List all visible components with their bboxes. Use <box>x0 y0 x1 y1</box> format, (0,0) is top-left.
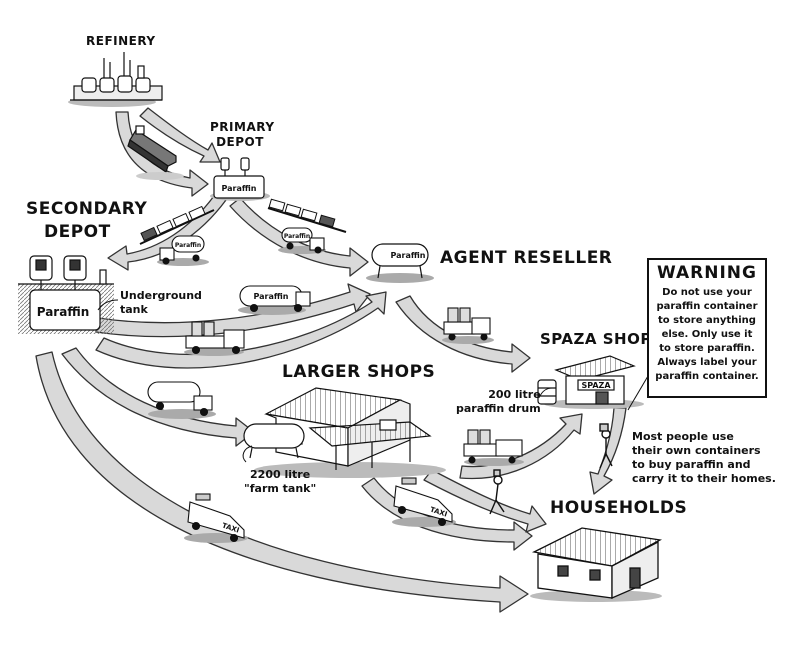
label-primary-depot: PRIMARY DEPOT <box>210 120 275 150</box>
note-households-line4: carry it to their homes. <box>632 472 776 485</box>
secondary-tank-label: Paraffin <box>37 305 90 319</box>
train-right <box>267 198 347 233</box>
bakkie-agent <box>442 307 494 344</box>
secondary-depot-illustration <box>18 255 114 334</box>
truck-2-label: Paraffin <box>284 233 310 240</box>
warning-line-4: else. Only use it <box>661 329 753 340</box>
label-spaza-shops: SPAZA SHOPS <box>540 330 664 348</box>
note-drum-line2: paraffin drum <box>456 402 541 415</box>
note-underground-tank: Underground tank <box>120 289 202 317</box>
arrow-agent-spaza <box>395 295 531 373</box>
label-agent-reseller: AGENT RESELLER <box>440 248 613 268</box>
leader-lines <box>97 299 649 463</box>
note-households-line1: Most people use <box>632 430 734 443</box>
label-secondary-depot-line2: DEPOT <box>44 222 111 242</box>
warning-text: Do not use your paraffin container to st… <box>649 286 765 384</box>
agent-tank-illustration <box>366 243 434 283</box>
label-refinery: REFINERY <box>86 34 156 48</box>
arrow-primary-agent <box>229 197 369 277</box>
refinery-illustration <box>68 52 163 107</box>
note-underground-tank-line1: Underground <box>120 289 202 302</box>
note-farm-tank-line2: "farm tank" <box>244 482 317 495</box>
warning-line-2: paraffin container <box>656 301 758 312</box>
walking-person-2 <box>599 423 613 469</box>
primary-tank-label: Paraffin <box>221 184 256 193</box>
agent-tank-label: Paraffin <box>390 251 425 260</box>
taxi-1 <box>184 493 248 543</box>
warning-line-3: to store anything <box>658 315 756 326</box>
note-drum: 200 litre paraffin drum <box>456 388 541 416</box>
walking-person-1 <box>489 469 505 515</box>
arrow-secondary-households <box>35 351 529 613</box>
note-households-line2: their own containers <box>632 444 761 457</box>
bakkie-larger <box>463 429 524 466</box>
tanker-truck-2 <box>278 227 326 254</box>
spaza-sign: SPAZA <box>581 381 611 390</box>
warning-box: WARNING Do not use your paraffin contain… <box>647 258 767 398</box>
arrow-larger-households-walk <box>423 469 547 533</box>
warning-line-5: to store paraffin. <box>659 343 755 354</box>
label-larger-shops: LARGER SHOPS <box>282 362 436 382</box>
note-underground-tank-line2: tank <box>120 303 148 316</box>
larger-shop-illustration <box>243 387 446 478</box>
warning-line-6: Always label your <box>657 357 757 368</box>
taxi-2 <box>392 477 456 527</box>
arrow-secondary-agent <box>95 283 371 338</box>
note-farm-tank: 2200 litre "farm tank" <box>244 468 316 496</box>
train-left <box>139 205 215 245</box>
arrow-spaza-households <box>589 407 627 495</box>
label-households: HOUSEHOLDS <box>550 498 688 518</box>
truck-3-label: Paraffin <box>253 292 288 301</box>
warning-line-7: paraffin container. <box>655 371 759 382</box>
warning-line-1: Do not use your <box>662 287 752 298</box>
household-house-illustration <box>530 527 663 602</box>
note-households: Most people use their own containers to … <box>632 430 776 486</box>
tanker-truck-1 <box>157 235 209 266</box>
label-secondary-depot: SECONDARY DEPOT <box>26 198 147 244</box>
tanker-truck-3 <box>238 285 311 315</box>
bakkie-secondary <box>184 321 245 356</box>
arrow-secondary-larger <box>61 347 255 447</box>
warning-title: WARNING <box>657 263 757 283</box>
tanker-truck-4 <box>147 381 216 419</box>
note-farm-tank-line1: 2200 litre <box>250 468 311 481</box>
flow-arrows <box>35 107 627 613</box>
truck-1-label: Paraffin <box>175 242 201 249</box>
label-secondary-depot-line1: SECONDARY <box>26 199 148 219</box>
arrow-refinery-primary <box>139 107 221 163</box>
note-drum-line1: 200 litre <box>488 388 541 401</box>
primary-depot-illustration <box>210 157 270 201</box>
spaza-shop-illustration <box>537 355 644 409</box>
note-households-line3: to buy paraffin and <box>632 458 751 471</box>
label-primary-depot-line2: DEPOT <box>216 135 264 149</box>
tanker-ship <box>127 125 184 180</box>
label-primary-depot-line1: PRIMARY <box>210 120 275 134</box>
